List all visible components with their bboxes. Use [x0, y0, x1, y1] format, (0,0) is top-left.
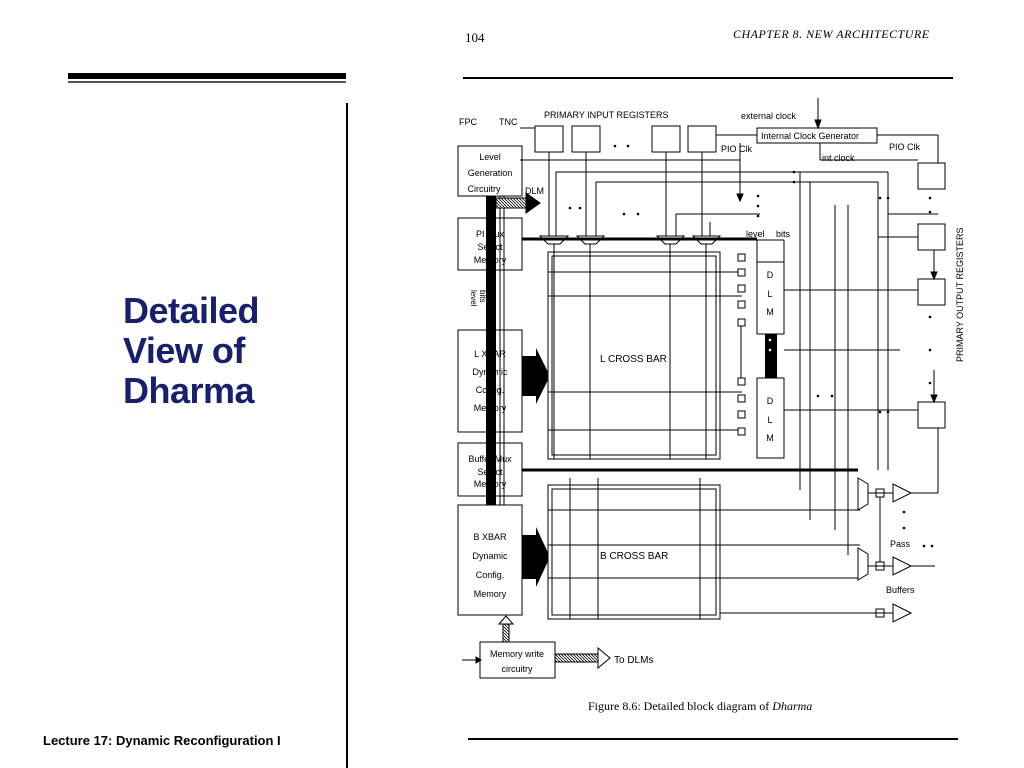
title-line: Dharma: [123, 370, 255, 411]
caption-italic: Dharma: [771, 699, 812, 713]
figure-scan: 104 CHAPTER 8. NEW ARCHITECTURE: [457, 27, 965, 740]
dlm-lower-label: M: [766, 433, 774, 443]
memory-write-label: circuitry: [502, 664, 533, 674]
level-bits-vertical-label: level: [469, 290, 478, 307]
memory-write-label: Memory write: [490, 649, 544, 659]
external-clock-label: external clock: [741, 111, 797, 121]
dlm-arrow-label: DLM: [525, 186, 544, 196]
dlm-upper-label: L: [767, 289, 772, 299]
l-xbar-label: Dynamic: [472, 367, 508, 377]
level-gen-label: Generation: [468, 168, 513, 178]
dlm-lower-label: L: [767, 415, 772, 425]
b-xbar-label: Memory: [474, 589, 507, 599]
level-gen-label: Circuitry: [468, 184, 501, 194]
primary-output-registers-label: PRIMARY OUTPUT REGISTERS: [955, 227, 965, 362]
level-bits-bus: [486, 196, 496, 505]
tnc-label: TNC: [499, 117, 518, 127]
title-line: View of: [123, 330, 245, 371]
title-line: Detailed: [123, 290, 260, 331]
fpc-label: FPC: [459, 117, 478, 127]
memory-write-box: [479, 641, 556, 679]
dlm-upper-label: M: [766, 307, 774, 317]
level-bits-vertical-label: bits: [478, 290, 487, 302]
level-bits-top-label: level: [746, 229, 765, 239]
internal-clock-generator-label: Internal Clock Generator: [761, 131, 859, 141]
b-xbar-label: Config.: [476, 570, 505, 580]
buffers-label: Buffers: [886, 585, 915, 595]
pio-clk-left-label: PIO Clk: [721, 144, 753, 154]
slide-footer: Lecture 17: Dynamic Reconfiguration I: [43, 733, 281, 748]
pi-mux-label: PI Mux: [476, 229, 505, 239]
int-clock-label: int clock: [822, 153, 855, 163]
page-number: 104: [465, 30, 485, 45]
figure-caption: Figure 8.6: Detailed block diagram of Dh…: [588, 699, 812, 713]
pass-label: Pass: [890, 539, 911, 549]
pi-mux-label: Memory: [474, 255, 507, 265]
b-cross-bar-label: B CROSS BAR: [600, 551, 668, 562]
slide-title: Detailed View of Dharma: [123, 291, 338, 411]
running-head: CHAPTER 8. NEW ARCHITECTURE: [733, 27, 930, 41]
buffer-mux-label: Buffer Mux: [468, 454, 512, 464]
level-bits-top-label: bits: [776, 229, 791, 239]
to-dlms-label: To DLMs: [614, 655, 653, 666]
ellipsis-dots: [568, 144, 934, 548]
dlm-lower-label: D: [767, 396, 774, 406]
l-cross-bar-label: L CROSS BAR: [600, 354, 667, 365]
buffer-mux-label: Select: [477, 467, 503, 477]
dlm-upper-label: D: [767, 270, 774, 280]
block-diagram: [457, 98, 946, 679]
pio-clk-right-label: PIO Clk: [889, 142, 921, 152]
buffer-mux-label: Memory: [474, 479, 507, 489]
pi-mux-label: Select: [477, 242, 503, 252]
b-xbar-label: B XBAR: [473, 532, 507, 542]
l-xbar-label: Config.: [476, 385, 505, 395]
level-gen-label: Level: [479, 152, 501, 162]
caption-prefix: Figure 8.6: Detailed block diagram of: [588, 699, 772, 713]
vertical-divider: [346, 103, 348, 768]
top-rule: [68, 73, 346, 83]
diagram-labels: FPC TNC PRIMARY INPUT REGISTERS external…: [459, 110, 965, 674]
l-xbar-label: Memory: [474, 403, 507, 413]
primary-input-registers-label: PRIMARY INPUT REGISTERS: [544, 110, 669, 120]
l-xbar-label: L XBAR: [474, 349, 506, 359]
b-xbar-label: Dynamic: [472, 551, 508, 561]
